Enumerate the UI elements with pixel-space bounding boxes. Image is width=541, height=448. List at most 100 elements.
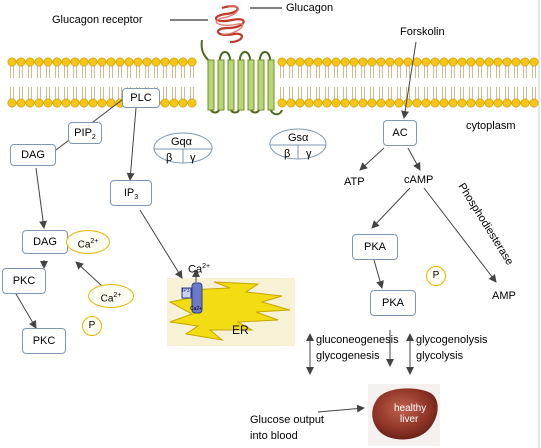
forskolin-label: Forskolin [400, 26, 445, 38]
lipid-head [7, 98, 17, 108]
lipid-head [277, 98, 287, 108]
pkc-box-top: PKC [2, 268, 46, 294]
er-ca-superscript: 2+ [202, 263, 211, 270]
pip2-subscript: 2 [91, 134, 96, 142]
lipid-head [106, 57, 116, 67]
lipid-head [340, 98, 350, 108]
lipid-head [439, 98, 449, 108]
lipid-head [187, 57, 197, 67]
lipid-head [529, 57, 539, 67]
lipid-head [295, 57, 305, 67]
lipid-head [124, 57, 134, 67]
lipid-head [61, 98, 71, 108]
gq-protein-complex [153, 132, 213, 164]
lipid-head [358, 57, 368, 67]
lipid-head [493, 57, 503, 67]
lipid-head [421, 98, 431, 108]
ca-bound-superscript: 2+ [90, 238, 99, 245]
lipid-head [79, 57, 89, 67]
plc-box: PLC [122, 88, 160, 108]
atp-label: ATP [344, 176, 365, 188]
lipid-head [376, 98, 386, 108]
gq-alpha-label: Gqα [171, 136, 193, 148]
lipid-head [115, 57, 125, 67]
lipid-head [331, 98, 341, 108]
ip3-box: IP3 [110, 180, 152, 206]
lipid-head [502, 57, 512, 67]
lipid-head [43, 98, 53, 108]
ca-free-superscript: 2+ [113, 292, 122, 299]
gq-beta-label: β [166, 152, 173, 164]
er-ca-label: Ca2+ [188, 263, 211, 276]
pka-label-top: PKA [363, 241, 386, 253]
lipid-head [313, 98, 323, 108]
glycogenolysis-label: glycogenolysis [416, 334, 488, 346]
amp-label: AMP [492, 290, 516, 302]
ca-free-label: Ca [100, 293, 114, 305]
lipid-head [7, 57, 17, 67]
ip3-label: IP [123, 187, 135, 199]
lipid-head [160, 98, 170, 108]
gs-gamma-label: γ [306, 148, 312, 160]
pka-label-bottom: PKA [381, 297, 404, 309]
lipid-head [457, 98, 467, 108]
ca-bound-label: Ca [77, 239, 91, 251]
lipid-head [367, 98, 377, 108]
lipid-head [277, 57, 287, 67]
lipid-head [160, 57, 170, 67]
lipid-head [97, 98, 107, 108]
dag-box-bottom: DAG [22, 230, 68, 254]
pkc-phosphate-label: P [88, 320, 96, 331]
lipid-head [403, 57, 413, 67]
dag-label-top: DAG [21, 149, 45, 161]
glucagon-helix-icon [215, 5, 245, 44]
lipid-head [97, 57, 107, 67]
glucagon-receptor-shape [200, 39, 283, 116]
lipid-head [367, 57, 377, 67]
lipid-head [502, 98, 512, 108]
lipid-head [178, 57, 188, 67]
gluconeogenesis-label: gluconeogenesis [316, 334, 399, 346]
lipid-head [304, 57, 314, 67]
lipid-head [52, 57, 62, 67]
lipid-head [448, 98, 458, 108]
er-label: ER [232, 323, 249, 337]
lipid-head [88, 98, 98, 108]
lipid-head [187, 98, 197, 108]
pka-phosphate-label: P [432, 270, 440, 281]
pkc-phosphate-circle: P [82, 316, 102, 336]
lipid-head [412, 57, 422, 67]
lipid-head [151, 57, 161, 67]
lipid-head [439, 57, 449, 67]
ac-box: AC [383, 120, 417, 146]
lipid-head [385, 98, 395, 108]
glucose-output-label-2: into blood [250, 430, 298, 442]
lipid-head [331, 57, 341, 67]
glycogenesis-label: glycogenesis [316, 350, 380, 362]
lipid-head [34, 98, 44, 108]
pkc-box-bottom: PKC [22, 328, 66, 354]
lipid-head [286, 98, 296, 108]
dag-box-top: DAG [10, 144, 56, 166]
lipid-head [412, 98, 422, 108]
pip2-box: PIP2 [68, 122, 102, 144]
gq-gamma-label: γ [190, 152, 196, 164]
lipid-head [52, 98, 62, 108]
lipid-head [403, 98, 413, 108]
ip3-subscript: 3 [134, 194, 139, 202]
pip2-label: PIP [74, 127, 92, 139]
pka-box-bottom: PKA [370, 290, 416, 316]
lipid-head [358, 98, 368, 108]
pkc-label-top: PKC [12, 275, 36, 287]
glucose-output-label-1: Glucose output [250, 414, 324, 426]
pkc-label-bottom: PKC [32, 335, 56, 347]
camp-label: cAMP [404, 174, 434, 186]
glucagon-label: Glucagon [286, 2, 334, 14]
lipid-head [178, 98, 188, 108]
endoplasmic-reticulum [167, 278, 295, 346]
lipid-head [520, 98, 530, 108]
ca-bound-ellipse: Ca2+ [66, 230, 110, 254]
lipid-head [286, 57, 296, 67]
pka-phosphate-circle: P [426, 266, 446, 286]
lipid-head [106, 98, 116, 108]
